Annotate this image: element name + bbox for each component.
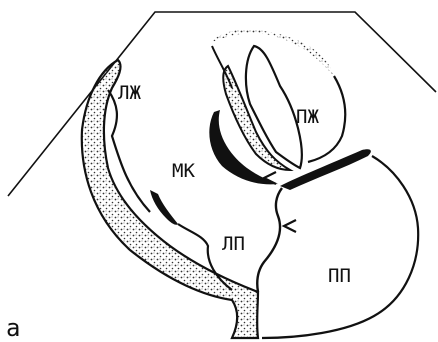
arrow-marker-la [284,220,296,232]
ra-outline [262,156,418,338]
label-rv: ПЖ [296,106,319,128]
label-la: ЛП [222,233,245,255]
label-ra: ПП [328,265,351,287]
label-mv: МК [172,160,195,182]
posterior-mitral-leaflet [150,190,178,225]
sector-frame [8,12,436,196]
atrial-septum [257,188,282,292]
label-lv: ЛЖ [118,82,141,104]
figure-label: а [6,314,20,342]
